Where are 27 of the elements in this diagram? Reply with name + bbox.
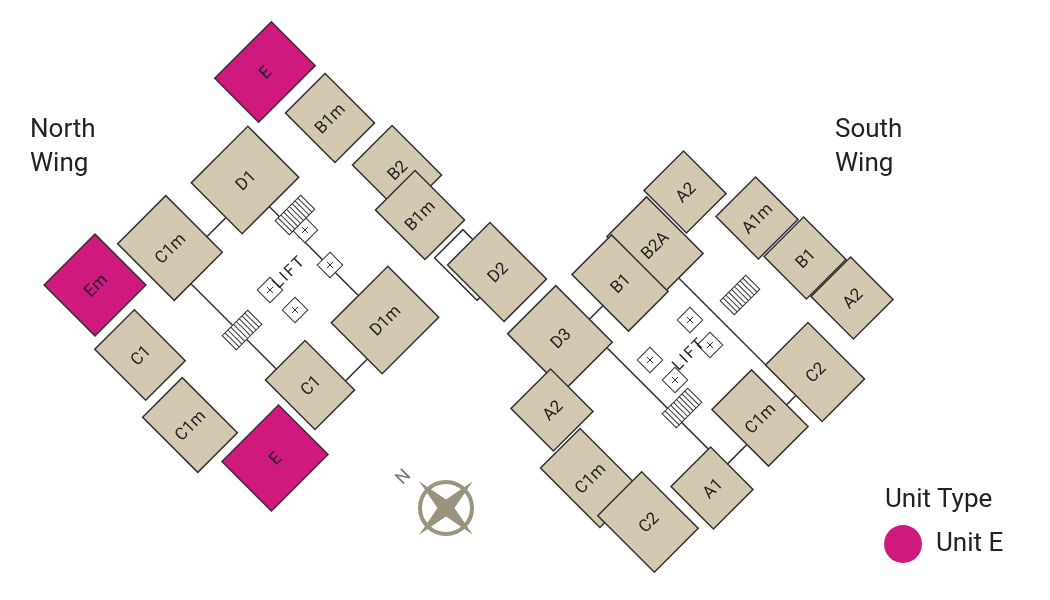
unit-label: C2 [633, 507, 663, 537]
legend-title: Unit Type [885, 482, 994, 515]
unit-label: A1 [697, 473, 727, 503]
wing-label: North Wing [30, 112, 97, 179]
unit-label: C1m [150, 228, 190, 268]
unit-label: A2 [670, 177, 700, 207]
unit-label: C2 [800, 357, 830, 387]
unit-label: E [254, 61, 276, 83]
unit-label: C1 [295, 370, 325, 400]
unit-label: E [264, 447, 286, 469]
unit-label: B1 [605, 268, 635, 298]
unit-label: B2 [382, 155, 412, 185]
unit-label: B1 [790, 243, 820, 273]
unit-label: Em [79, 269, 111, 301]
unit-label: A2 [537, 395, 567, 425]
unit-label: D2 [482, 257, 512, 287]
north-label: N [389, 463, 416, 490]
unit-label: D1 [230, 165, 260, 195]
unit-label: A2 [837, 283, 867, 313]
wing-label: South Wing [835, 112, 904, 179]
unit-label: C1 [125, 340, 155, 370]
unit-label: C1m [740, 398, 780, 438]
unit-label: D3 [545, 323, 575, 353]
unit-label: B2A [636, 226, 674, 264]
unit-label: C1m [170, 405, 210, 445]
unit-label: C1m [570, 458, 610, 498]
legend-label: Unit E [936, 526, 1004, 559]
